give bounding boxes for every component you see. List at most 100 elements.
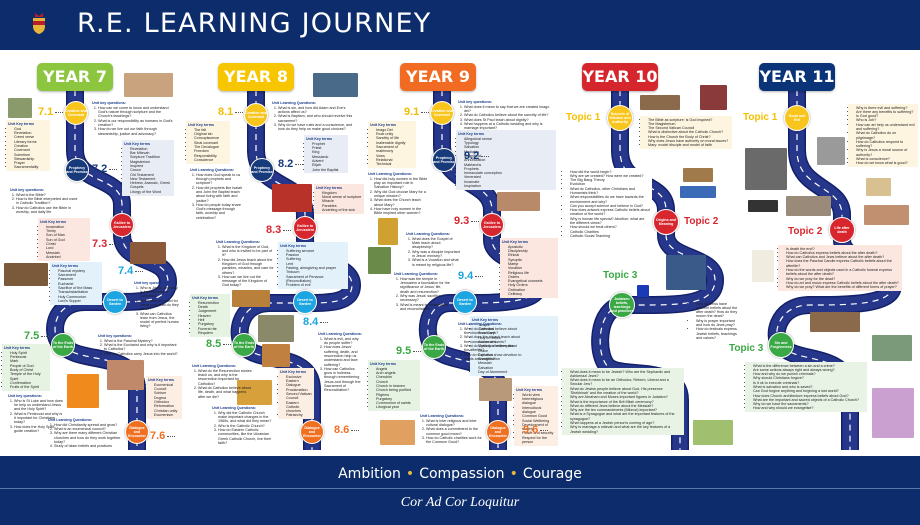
unit-7-4-question-item: How do Catholics carry Jesus into the wo… (104, 352, 178, 356)
unit-9-3-key-terms: Unit Key termsApostolicDiscipleshipEthic… (500, 238, 558, 298)
value-ambition: Ambition (338, 466, 401, 482)
unit-7-4-term-list: Paschal mysterySacramentPassoverEucharis… (52, 269, 100, 303)
page-title: R.E. LEARNING JOURNEY (77, 8, 432, 39)
holy-spirit-dove-image (67, 374, 99, 408)
year-11-topic-2-label: Topic 2 (788, 226, 823, 237)
unit-7-6-term-item: Dogma (154, 396, 180, 400)
unit-7-3-branch-stop: Galilee to Jerusalem (110, 213, 134, 237)
moses-image (666, 255, 706, 290)
year-11-topic-1-question: Are there any benefits to suffering? (856, 110, 916, 114)
unit-7-5-number: 7.5 (24, 330, 49, 343)
unit-8-4-branch-stop: Desert to Garden (293, 290, 317, 314)
unit-9-5-term-item: Cherubim (376, 375, 418, 379)
unit-7-1-question-item: What is our responsibility as humans in … (98, 119, 176, 128)
road-centre-line-year-11 (776, 90, 894, 450)
unit-7-6-questions: Unit Learning Questions:How did Christia… (46, 416, 126, 450)
unit-9-5-question-item: What do Catholics believe about the afte… (464, 344, 522, 353)
unit-9-4-term-item: Grace (478, 349, 556, 353)
year-11-topic-3-question: Is it ok to execute criminals? (753, 381, 865, 385)
unit-8-6-number: 8.6 (334, 424, 359, 437)
unit-7-2-questions: Unit key questions:What is the Bible?How… (8, 186, 82, 216)
year-11-badge: YEAR 11 (759, 63, 835, 91)
unit-8-3-term-list: KingdomMoral sense of scriptureMiraclePa… (316, 191, 362, 212)
year-10-badge: YEAR 10 (582, 63, 658, 91)
unit-7-5-term-item: Pentecost (10, 355, 48, 359)
year-10-topic-2-question-list: How did the world begin?Why are we creat… (564, 170, 650, 239)
year-10-topic-3-question: Why are the ten commandments (Mitzvot) i… (570, 408, 682, 412)
unit-8-3-question-item: How did Jesus teach about the Kingdom of… (222, 258, 274, 275)
unit-9-2-term-item: Immaculate conception (464, 171, 554, 175)
unit-7-2-question-list: What is the Bible?How is the Bible inter… (10, 193, 80, 214)
unit-8-3-branch-stop: Galilee to Jerusalem (293, 216, 317, 240)
year-11-topic-3-question: What are the important and sacred object… (753, 398, 865, 402)
unit-7-5-key-terms: Unit Key termsHoly SpiritPentecostMarkPe… (2, 344, 50, 391)
unit-8-4-questions-title: Unit Learning Questions: (318, 331, 363, 336)
unit-7-2-term-item: Hebrew, Aramaic, Greek (130, 181, 172, 185)
unit-9-2-questions: Unit Learning Questions:How did holy wom… (366, 170, 430, 217)
unit-9-4-term-item: Sanctification (478, 357, 556, 361)
unit-8-2-term-item: Messianic (312, 155, 346, 159)
year-11-topic-1-stop: Good and Evil (784, 105, 810, 131)
pope-image (272, 184, 312, 212)
unit-7-5-term-item: Fruits of the Spirit (10, 385, 48, 389)
unit-7-6-term-item: Ecumenical (154, 383, 180, 387)
year-11-topic-1-question: Why is Jesus a moral source of authority… (856, 148, 916, 157)
unit-8-2-question-item: How does God speak to us through prophet… (196, 173, 244, 186)
unit-8-5-question-list: What do the Resurrection stories teach u… (192, 369, 252, 399)
year-11-topic-1-questions: Why is there evil and suffering?Are ther… (848, 104, 918, 168)
cafod-svp-logos-image (680, 186, 716, 198)
unit-8-1-question-item: Why do we have rules and a conscience, a… (278, 123, 356, 132)
church-fresco-image (107, 360, 144, 390)
unit-8-4-question-item: How can Catholics grow in holiness throu… (324, 367, 362, 393)
unit-9-2-question-item: What does the Church teach about Mary? (374, 198, 428, 207)
unit-8-6-branch-stop: Dialogue and Encounter (300, 420, 324, 444)
unit-9-4-term-item: Sanctuary (478, 331, 556, 335)
unit-7-4-key-terms-title: Unit Key terms (52, 263, 79, 268)
carved-panel-image (786, 196, 831, 216)
unit-8-2-key-terms: Unit Key termsProphetPriestKingMessianic… (304, 135, 348, 174)
unit-8-5-term-item: Resurrection (198, 301, 228, 305)
unit-9-5-term-item: Church being purified (376, 388, 418, 392)
unit-9-1-key-terms-title: Unit Key terms (370, 122, 397, 127)
year-10-topic-2-question: What responsibilities do we have towards… (570, 195, 650, 204)
year-10-topic-2-question: Why is human life special? Abortion: wha… (570, 217, 650, 226)
unit-8-1-term-item: Concupiscence (194, 136, 228, 140)
temple-image (368, 247, 391, 274)
unit-7-6-term-item: Christian unity (154, 409, 180, 413)
unit-9-1-term-item: Technical (376, 162, 414, 166)
unit-7-2-number: 7.2 (92, 163, 117, 176)
year-10-topic-3-label: Topic 3 (603, 270, 638, 281)
year-11-topic-3-question: Why should Christians forgive? (753, 376, 865, 380)
unit-7-4-term-item: Holy Communion (58, 295, 100, 299)
unit-9-2-term-item: Matriarchs (464, 163, 554, 167)
year-10-topic-3-question: Why are Abraham and Moses important figu… (570, 395, 682, 399)
unit-9-6-key-terms-title: Unit Key terms (516, 387, 543, 392)
unit-9-6-term-item: Common Good (522, 414, 556, 418)
paschal-candle-image (752, 250, 774, 282)
unit-7-6-term-item: Schism (154, 391, 180, 395)
unit-8-6-question-item: Why did the Catholic Church make importa… (218, 411, 274, 424)
unit-8-4-number: 8.4 (303, 316, 328, 329)
year-11-topic-1-question: How do Catholics respond to suffering? (856, 140, 916, 149)
sukkah-image (693, 420, 733, 445)
unit-9-3-term-item: Celibacy (508, 292, 556, 296)
year-10-topic-2-question: How did the world begin? (570, 170, 650, 174)
unit-7-6-term-item: Orthodox (154, 400, 180, 404)
unit-9-3-questions: Unit Learning Questions:What does the Go… (404, 230, 462, 268)
unit-9-4-number: 9.4 (458, 270, 483, 283)
unit-8-1-key-terms-title: Unit Key terms (188, 122, 215, 127)
unit-9-4-term-item: Covenant (478, 327, 556, 331)
unit-8-2-term-item: Priest (312, 146, 346, 150)
year-10-topic-3-extra-list: Why do Jews have different beliefs about… (690, 302, 738, 341)
unit-9-2-term-item: Salvation (464, 145, 554, 149)
unit-7-3-number: 7.3 (92, 238, 117, 251)
unit-8-1-term-list: The fallOriginal sinConcupiscenceSinai c… (188, 128, 228, 162)
unit-8-4-term-item: Problem of evil (286, 283, 346, 287)
unit-9-1-term-item: Vows (376, 154, 414, 158)
year-10-topic-3-question: Why is prayer important and how do Jews … (696, 319, 738, 328)
unit-8-3-number: 8.3 (266, 224, 291, 237)
year-10-topic-1-stop: Sources of Wisdom and Authority (607, 105, 633, 131)
unit-7-4-question-item: What is the Eucharist and why is it impo… (104, 343, 178, 352)
year-11-topic-2-stop: Life after death (829, 217, 855, 243)
unit-7-1-key-terms-title: Unit Key terms (8, 121, 35, 126)
